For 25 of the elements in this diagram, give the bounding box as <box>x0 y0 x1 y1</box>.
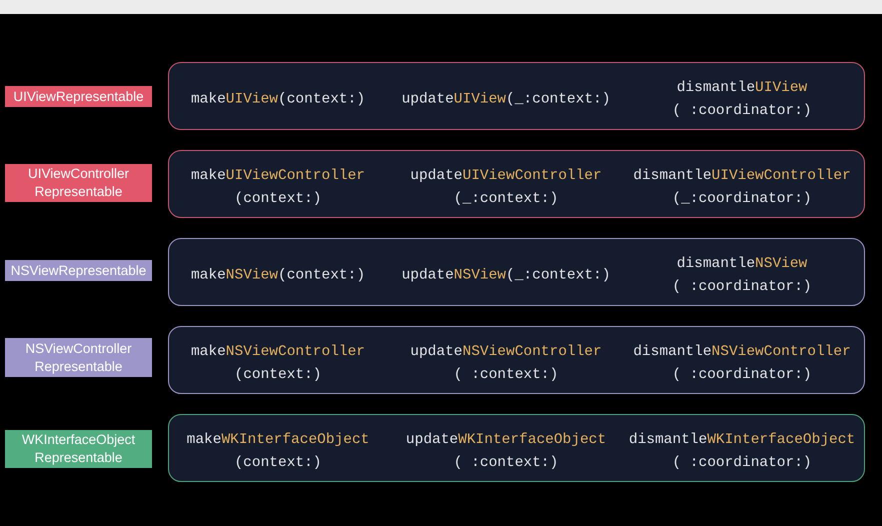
method-panel <box>168 414 865 482</box>
method-signature: updateUIView(_:context:) <box>402 90 610 110</box>
method-signature: dismantleNSView ( :coordinator:) <box>672 255 812 297</box>
method-signature: makeUIView(context:) <box>190 90 366 110</box>
method-signature: dismantleUIViewController (_:coordinator:) <box>633 167 851 209</box>
method-signature: dismantleUIView ( :coordinator:) <box>672 79 812 121</box>
protocol-tag: UIViewController Representable <box>5 164 152 202</box>
method-panel <box>168 238 865 306</box>
method-panel <box>168 150 865 218</box>
protocol-tag: WKInterfaceObject Representable <box>5 430 152 468</box>
method-signature: makeWKInterfaceObject (context:) <box>186 431 370 473</box>
method-signature: updateNSViewController ( :context:) <box>410 343 602 385</box>
protocol-tag: NSViewController Representable <box>5 338 152 377</box>
method-signature: dismantleWKInterfaceObject ( :coordinator:) <box>628 431 856 473</box>
method-signature: updateWKInterfaceObject ( :context:) <box>406 431 606 473</box>
method-signature: makeNSViewController (context:) <box>190 343 366 385</box>
method-signature: makeUIViewController (context:) <box>190 167 366 209</box>
protocol-tag: UIViewRepresentable <box>5 86 152 107</box>
method-signature: makeNSView(context:) <box>190 266 366 286</box>
method-panel <box>168 326 865 394</box>
method-signature: updateUIViewController (_:context:) <box>410 167 602 209</box>
method-signature: updateNSView(_:context:) <box>402 266 610 286</box>
method-panel <box>168 62 865 130</box>
protocol-tag: NSViewRepresentable <box>5 260 152 281</box>
method-signature: dismantleNSViewController ( :coordinator:) <box>633 343 851 385</box>
